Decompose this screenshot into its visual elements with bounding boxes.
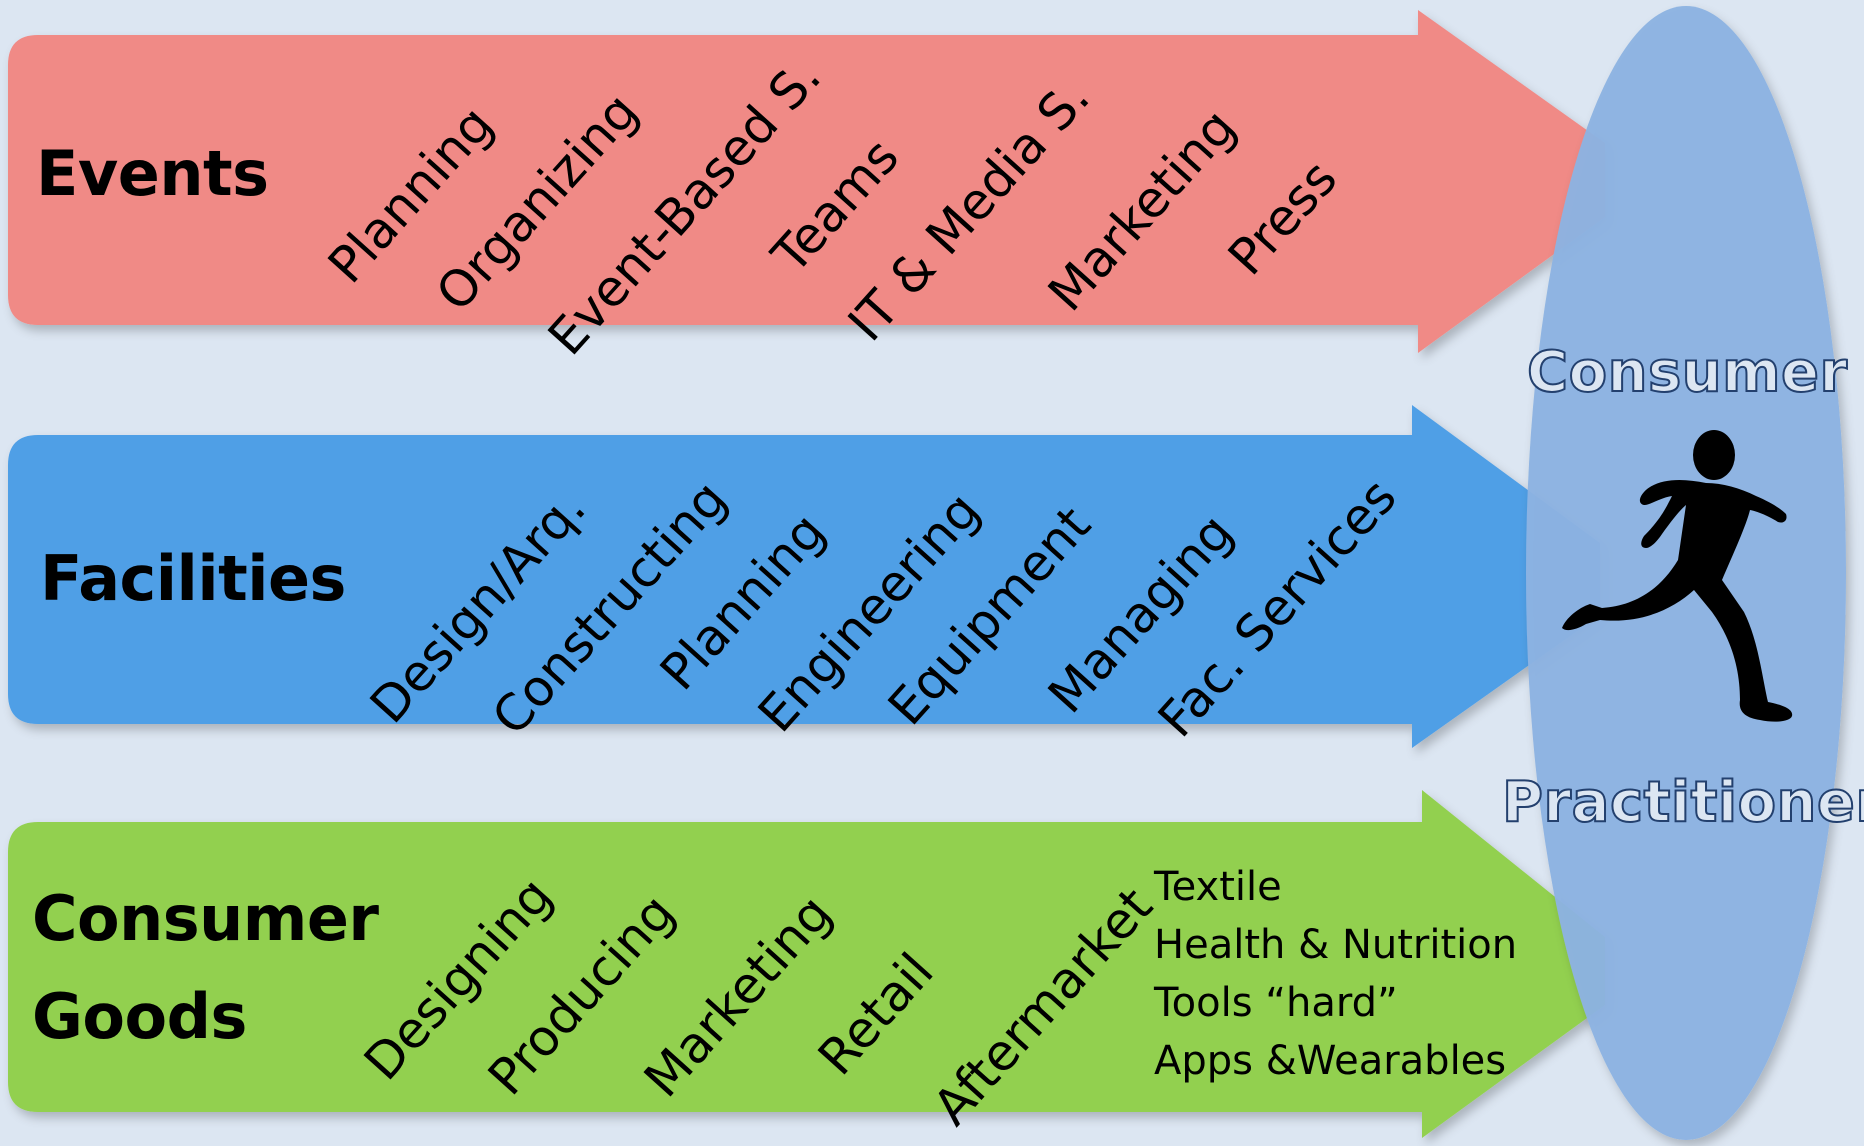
category-item: Tools “hard” — [1154, 980, 1398, 1026]
practitioner-label: Practitioner — [1501, 769, 1864, 836]
category-item: Health & Nutrition — [1154, 922, 1518, 968]
consumer-goods-category-list: Textile Health & Nutrition Tools “hard” … — [1154, 858, 1517, 1090]
consumer-goods-title-line1: Consumer — [32, 882, 379, 955]
consumer-label: Consumer — [1526, 339, 1848, 406]
consumer-goods-title-line2: Goods — [32, 979, 247, 1053]
consumer-goods-title: Consumer Goods — [32, 880, 379, 1055]
runner-silhouette-icon — [1562, 430, 1793, 722]
events-title: Events — [36, 137, 269, 210]
facilities-title: Facilities — [40, 542, 346, 615]
events-arrow — [8, 10, 1605, 353]
category-item: Textile — [1154, 864, 1282, 910]
facilities-arrow — [8, 405, 1600, 748]
category-item: Apps &Wearables — [1154, 1038, 1507, 1084]
consumer-goods-arrow — [8, 790, 1605, 1138]
